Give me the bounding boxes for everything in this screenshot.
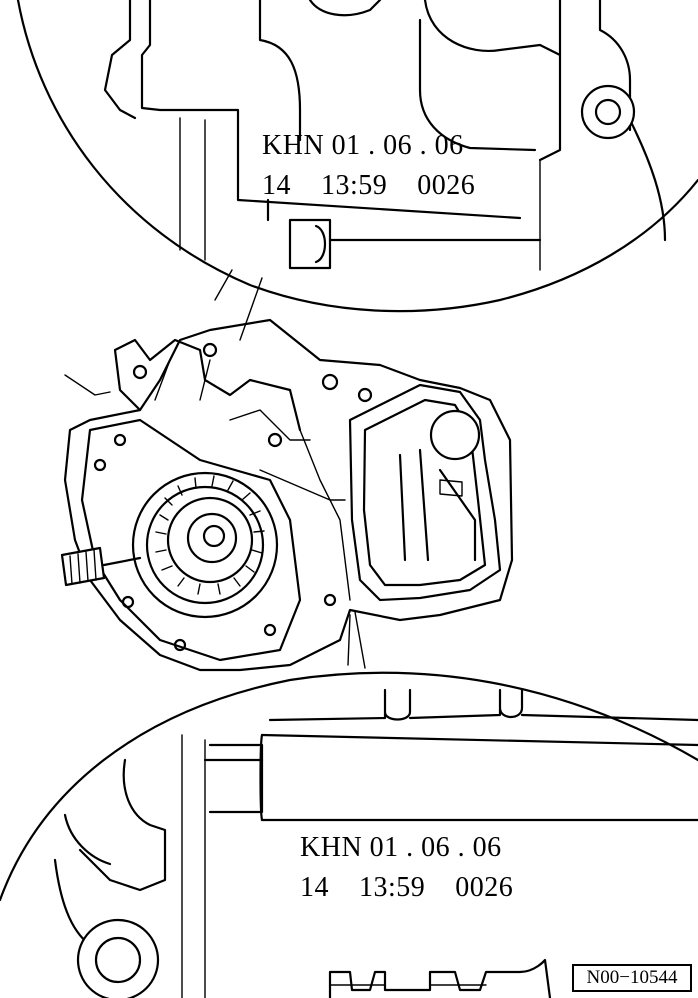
bolt-boss-icon bbox=[580, 84, 636, 140]
top-stamp-line-1: KHN 01 . 06 . 06 bbox=[262, 130, 464, 161]
top-detail-view bbox=[16, 0, 698, 341]
differential-housing bbox=[131, 471, 279, 619]
reference-code: N00−10544 bbox=[572, 964, 692, 992]
bottom-stamp-line-1: KHN 01 . 06 . 06 bbox=[300, 832, 502, 863]
lower-bolt-boss-icon bbox=[76, 918, 160, 998]
top-stamp-line-2: 14 13:59 0026 bbox=[262, 170, 476, 201]
bottom-detail-view bbox=[0, 671, 698, 998]
shaft-pin bbox=[288, 218, 332, 270]
bottom-stamp-line-2: 14 13:59 0026 bbox=[300, 872, 514, 903]
transmission-body bbox=[60, 318, 514, 672]
drive-shaft-stub bbox=[60, 546, 106, 587]
cover-cap-icon bbox=[429, 409, 481, 461]
ring-gear-icon bbox=[166, 496, 254, 584]
valve-body-cover bbox=[348, 383, 502, 602]
